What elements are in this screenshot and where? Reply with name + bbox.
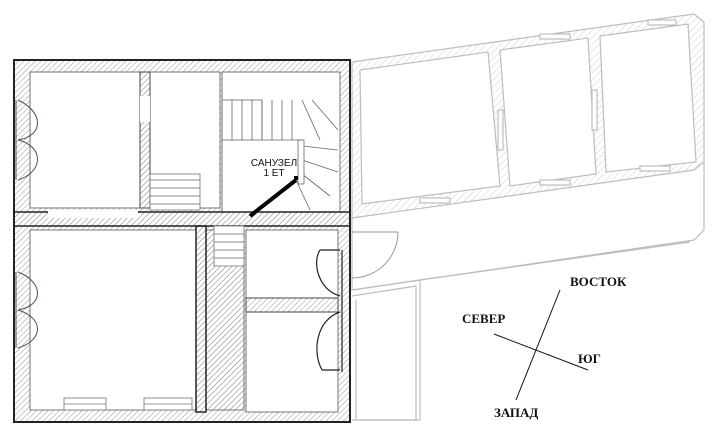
compass-east-label: ВОСТОК	[570, 274, 627, 289]
room-label: САНУЗЕЛ 1 ЕТ	[246, 159, 302, 179]
left-wall-doors	[15, 99, 38, 349]
compass-south-label: ЮГ	[578, 351, 601, 366]
room-label-line1: САНУЗЕЛ	[250, 158, 298, 169]
annex-door	[351, 231, 399, 279]
compass-rose	[493, 289, 589, 401]
bottom-windows	[63, 397, 193, 411]
compass-north-label: СЕВЕР	[462, 311, 506, 326]
staircase	[150, 99, 339, 259]
bathroom-wall	[248, 178, 298, 218]
main-house-walls	[13, 59, 351, 423]
compass-west-label: ЗАПАД	[494, 405, 539, 420]
right-wall-doors	[316, 249, 343, 372]
room-label-line2: 1 ЕТ	[263, 168, 285, 179]
annex-structure	[351, 13, 705, 421]
